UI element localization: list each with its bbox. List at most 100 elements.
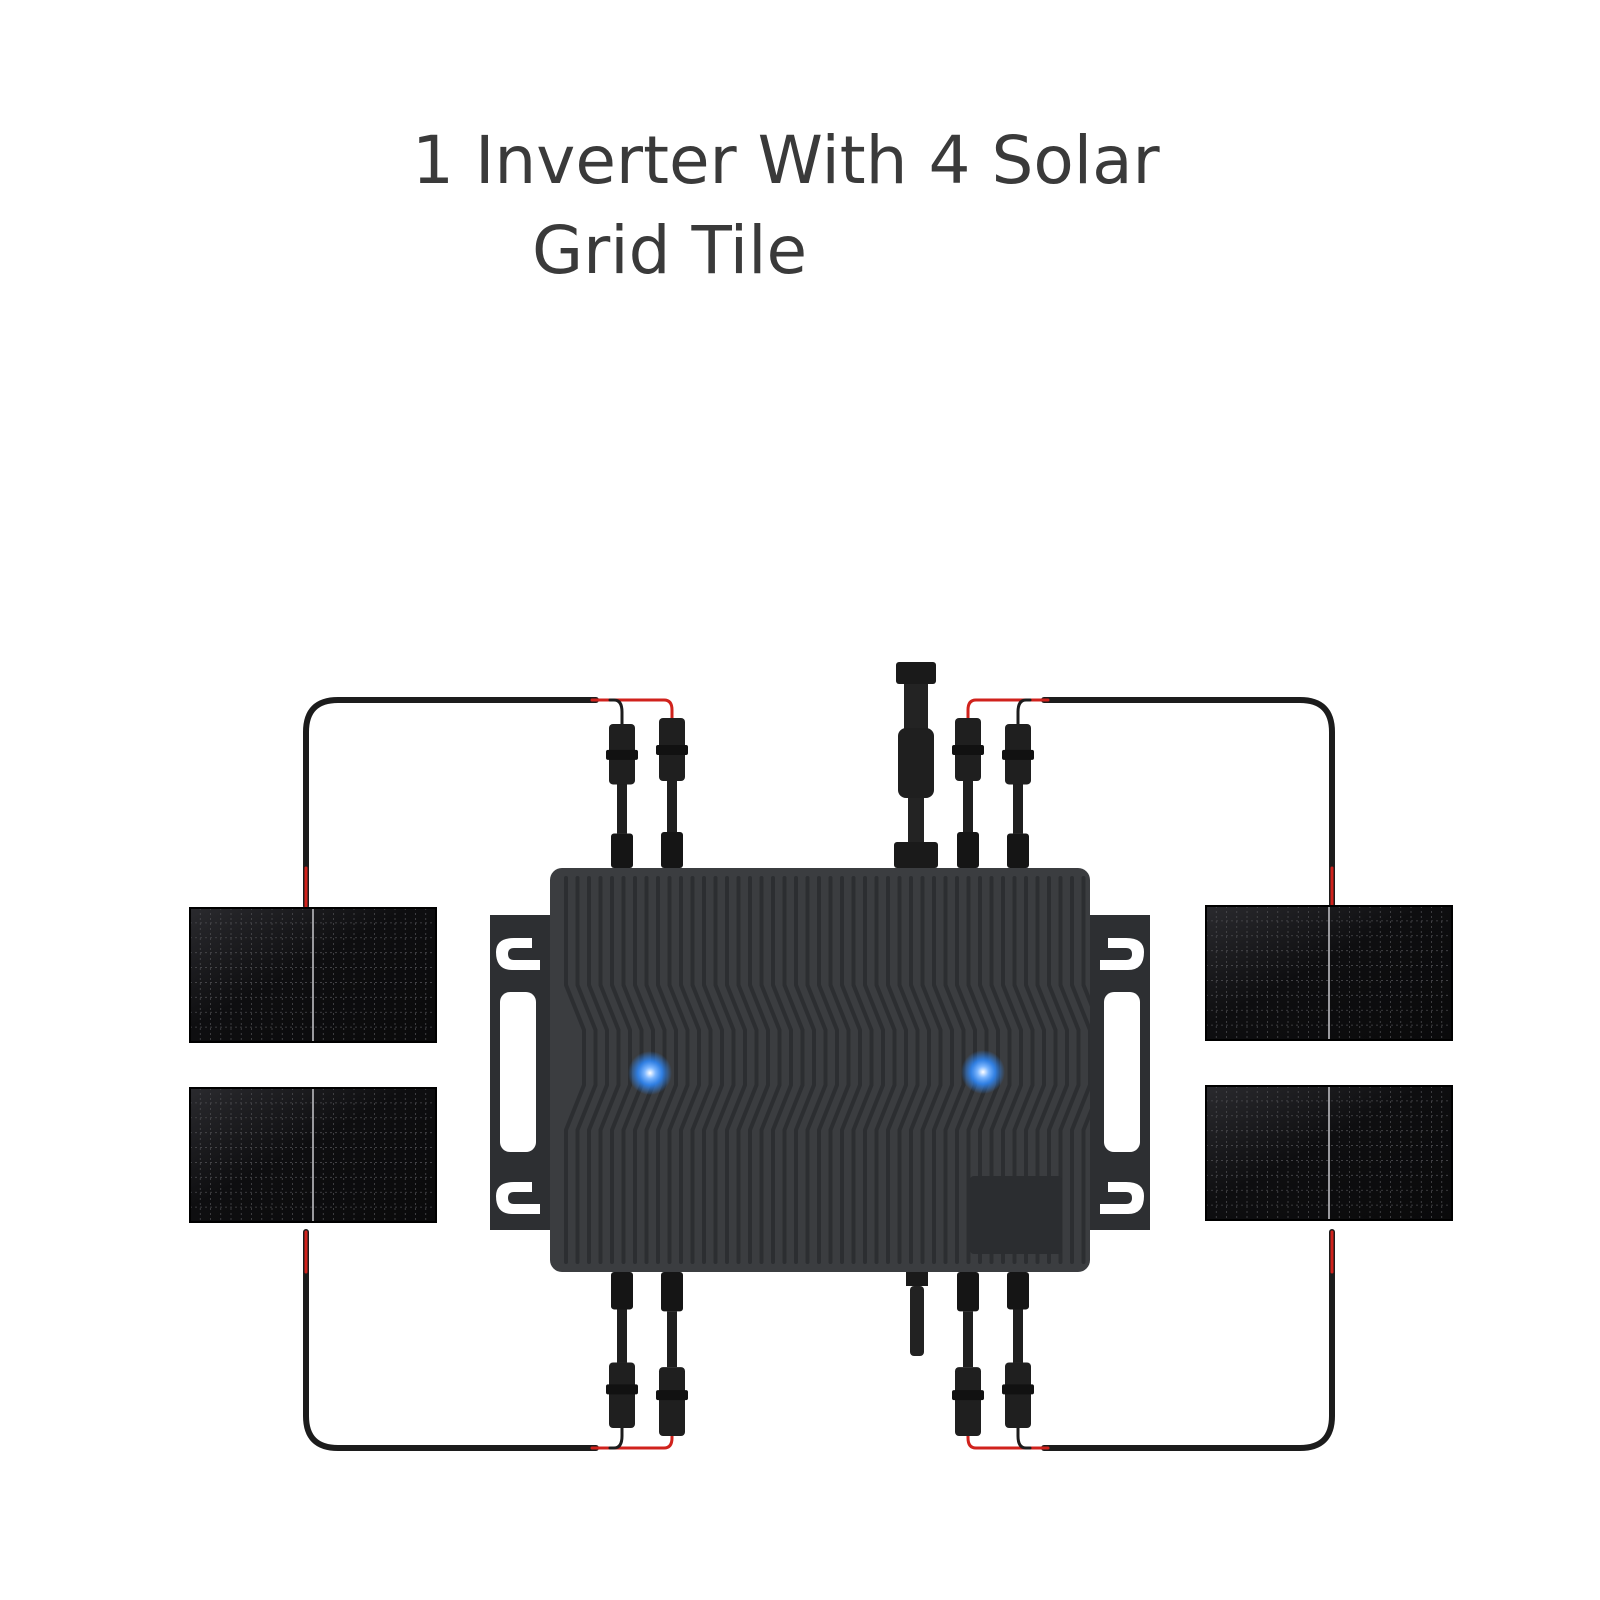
vent-plug-icon <box>906 1272 928 1356</box>
heat-sink-fin <box>794 876 816 1264</box>
panel-frame <box>1205 1085 1453 1221</box>
heat-sink-fin <box>1058 876 1081 1264</box>
connector-ring <box>952 745 984 755</box>
heat-sink-fin <box>702 876 724 1264</box>
mc4-connector-icon <box>656 1272 688 1436</box>
heat-sink-fin <box>874 876 897 1264</box>
heat-sink-fin <box>828 876 851 1264</box>
status-led-icon <box>628 1051 672 1095</box>
mounting-slot <box>500 992 536 1152</box>
connector-ring <box>952 1390 984 1401</box>
connector-layer <box>606 662 1034 1436</box>
heat-sink-fin <box>1012 876 1035 1264</box>
heat-sink-fin <box>748 876 770 1264</box>
dc-cable <box>303 697 599 909</box>
heat-sink-fin <box>736 876 759 1264</box>
heat-sink-fin <box>575 876 598 1264</box>
connector-ring <box>1002 749 1034 760</box>
solar-panel-icon <box>189 907 437 1043</box>
connector-ring <box>656 745 688 755</box>
solar-panel-icon <box>1205 1085 1453 1221</box>
connector-ring <box>1002 1384 1034 1395</box>
heat-sink-fin <box>932 876 954 1264</box>
heat-sink-fin <box>1024 876 1046 1264</box>
microinverter <box>550 868 1090 1272</box>
heat-sink-fin <box>690 876 713 1264</box>
connector-ring <box>606 749 638 760</box>
dc-cable <box>608 1410 624 1450</box>
mc4-connector-icon <box>1002 1272 1034 1428</box>
connector-gland <box>661 1272 683 1312</box>
diagram-title-line-1: 1 Inverter With 4 Solar <box>412 122 1160 199</box>
mc4-connector-icon <box>606 724 638 868</box>
dc-cable <box>1041 1229 1335 1451</box>
heat-sink-fin <box>598 876 621 1264</box>
connector-cable <box>963 1311 973 1368</box>
mounting-hook <box>496 938 540 970</box>
mounting-hook <box>1100 1182 1144 1214</box>
heat-sink-fin <box>920 876 943 1264</box>
heat-sink-fin <box>725 876 747 1264</box>
connector-housing <box>659 1367 685 1436</box>
connector-gland <box>611 833 633 868</box>
connector-cable <box>963 781 973 832</box>
diagram-title-line-2: Grid Tile <box>532 212 808 289</box>
ac-output-connector-icon <box>894 662 938 868</box>
heat-sink-fin <box>805 876 828 1264</box>
mounting-hook <box>1100 938 1144 970</box>
mounting-slots <box>496 938 1144 1214</box>
heat-sink-fin <box>886 876 908 1264</box>
dc-cable-positive <box>966 1422 1050 1450</box>
heat-sink-fin <box>840 876 862 1264</box>
connector-cable <box>1013 784 1023 834</box>
dc-cable-positive <box>590 1422 674 1450</box>
heat-sink-fin <box>851 876 874 1264</box>
heat-sink-fin <box>610 876 632 1264</box>
connector-gland <box>611 1272 633 1310</box>
status-led-icon <box>961 1050 1005 1094</box>
mc4-connector-icon <box>606 1272 638 1428</box>
ac-gland <box>894 842 938 868</box>
heat-sink-fin <box>771 876 793 1264</box>
heat-sink-fin <box>897 876 920 1264</box>
heat-sink-fin <box>713 876 736 1264</box>
panel-frame <box>189 907 437 1043</box>
dc-cable-positive <box>966 698 1050 726</box>
connector-ring <box>656 1390 688 1401</box>
solar-panel-icon <box>189 1087 437 1223</box>
mc4-connector-icon <box>1002 724 1034 868</box>
connector-gland <box>957 1272 979 1312</box>
connector-ring <box>606 1384 638 1395</box>
heat-sink-fin <box>782 876 805 1264</box>
connector-gland <box>1007 833 1029 868</box>
vent-base <box>906 1272 928 1286</box>
solar-panel-array <box>189 905 1453 1223</box>
connector-gland <box>957 832 979 868</box>
dc-cable <box>1016 1410 1032 1450</box>
connector-gland <box>1007 1272 1029 1310</box>
mc4-connector-icon <box>656 718 688 868</box>
heat-sink-fin <box>1047 876 1069 1264</box>
connector-cable <box>667 1311 677 1368</box>
heat-sink-fin <box>1081 876 1090 1264</box>
heat-sink-fin <box>679 876 701 1264</box>
dc-cable <box>1016 698 1032 738</box>
connector-cable <box>667 781 677 832</box>
heat-sink-fin <box>817 876 839 1264</box>
dc-cable <box>1041 697 1335 909</box>
connector-cable <box>617 1309 627 1363</box>
dc-cable <box>608 698 624 738</box>
heat-sink-fin <box>989 876 1012 1264</box>
connector-housing <box>1005 1362 1031 1428</box>
mounting-slot <box>1104 992 1140 1152</box>
connector-cable <box>1013 1309 1023 1363</box>
heat-sink-fin <box>656 876 678 1264</box>
connector-cable <box>617 784 627 834</box>
heat-sink-fin <box>1001 876 1023 1264</box>
mc4-connector-icon <box>952 1272 984 1436</box>
heat-sink-fin <box>667 876 690 1264</box>
mounting-hook <box>496 1182 540 1214</box>
ac-cable <box>908 798 924 842</box>
